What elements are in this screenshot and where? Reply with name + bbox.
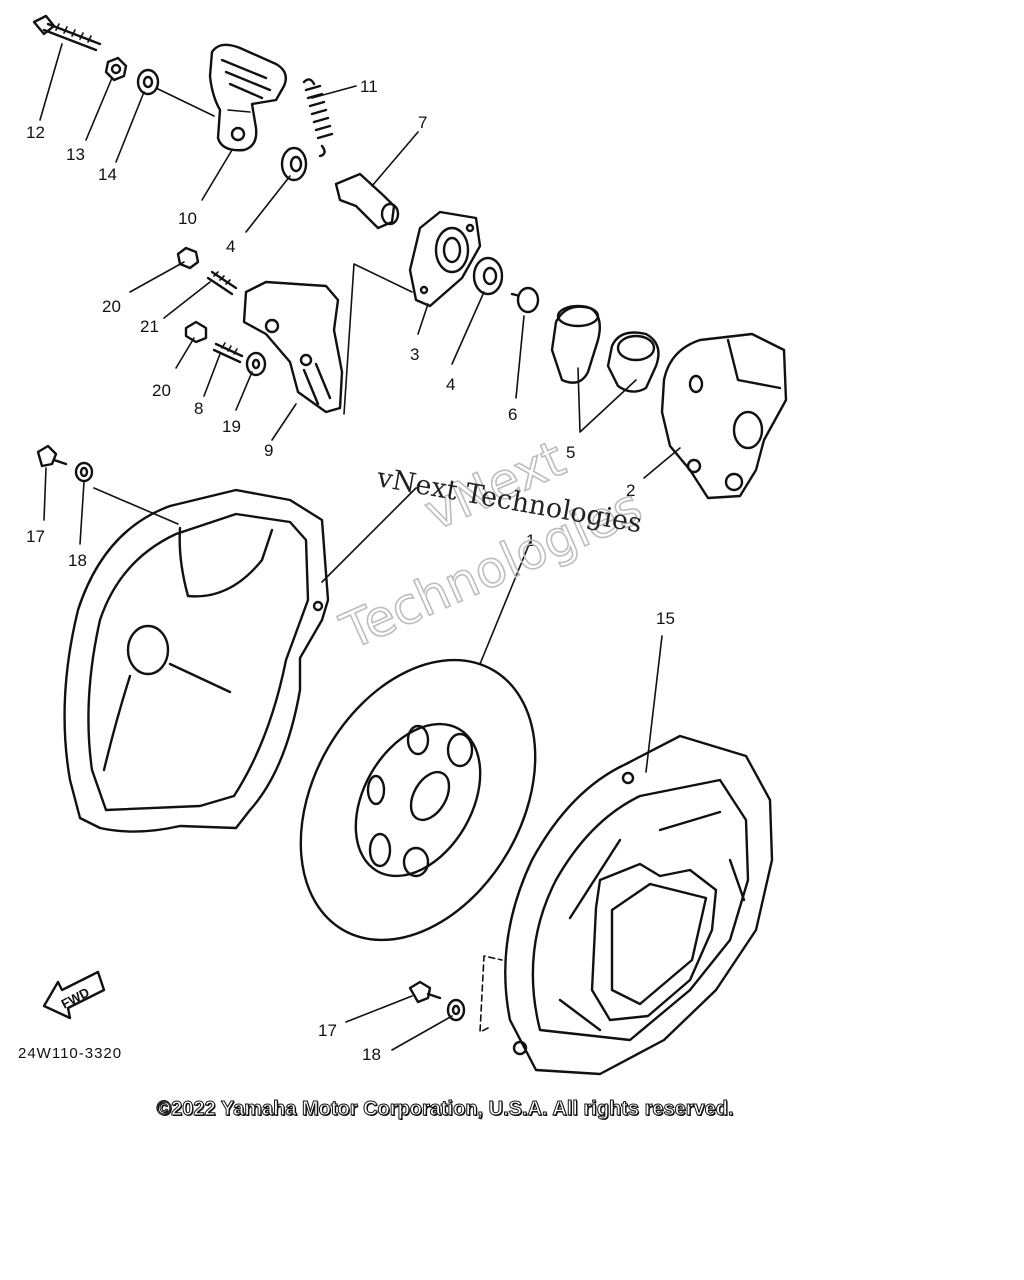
screw-part-8 <box>212 342 244 364</box>
carrier-plate-part-3 <box>408 210 482 308</box>
pin-part-6 <box>510 286 540 314</box>
washer-part-19 <box>245 351 267 377</box>
callout-20-lower: 20 <box>152 381 171 400</box>
callout-11: 11 <box>360 77 378 96</box>
callout-1: 1 <box>526 531 535 550</box>
piston-part-5 <box>550 304 660 393</box>
washer-part-14 <box>136 68 160 96</box>
callout-4-upper: 4 <box>226 237 235 256</box>
callout-3: 3 <box>410 345 419 364</box>
callout-6: 6 <box>508 405 517 424</box>
camshaft-part-7 <box>334 172 400 230</box>
washer-part-18-upper <box>74 461 94 483</box>
brake-cover-plate <box>63 488 330 833</box>
bracket-part-9 <box>242 280 344 414</box>
nut-part-20-upper <box>176 246 200 270</box>
part-code: 24W110-3320 <box>18 1045 122 1062</box>
callout-17-lower: 17 <box>318 1021 337 1040</box>
callout-21: 21 <box>140 317 159 336</box>
callout-15: 15 <box>656 609 675 628</box>
callout-7: 7 <box>418 113 427 132</box>
spring-part-11 <box>302 78 334 158</box>
callout-12: 12 <box>26 123 45 142</box>
callout-labels: 1 2 3 4 4 5 6 7 8 9 10 11 12 13 14 15 17… <box>26 77 675 1064</box>
callout-17-upper: 17 <box>26 527 45 546</box>
callout-2: 2 <box>626 481 635 500</box>
callout-18-upper: 18 <box>68 551 87 570</box>
callout-5: 5 <box>566 443 575 462</box>
screw-part-21 <box>206 270 238 296</box>
callout-13: 13 <box>66 145 85 164</box>
seal-part-4-upper <box>280 146 308 182</box>
callout-9: 9 <box>264 441 273 460</box>
callout-4-lower: 4 <box>446 375 455 394</box>
callout-14: 14 <box>98 165 117 184</box>
bolt-part-12 <box>32 14 102 52</box>
callout-8: 8 <box>194 399 203 418</box>
callout-10: 10 <box>178 209 197 228</box>
nut-part-13 <box>104 56 128 82</box>
watermark: vNext Technologies vNext Technologies <box>331 429 651 662</box>
seal-part-4-lower <box>472 256 504 296</box>
brake-disc-part-1 <box>299 658 537 942</box>
nut-part-20-lower <box>184 320 208 344</box>
callout-18-lower: 18 <box>362 1045 381 1064</box>
leader-lines <box>39 43 681 1051</box>
callout-20-upper: 20 <box>102 297 121 316</box>
callout-19: 19 <box>222 417 241 436</box>
brake-lever-part-10 <box>208 43 287 152</box>
washer-part-18-lower <box>446 998 466 1022</box>
brake-housing-part-15 <box>504 734 774 1076</box>
bolt-part-17-upper <box>36 444 68 468</box>
bolt-part-17-lower <box>408 980 442 1004</box>
caliper-part-2 <box>660 332 788 500</box>
fwd-arrow-icon <box>42 970 106 1020</box>
copyright-notice: ©2022 Yamaha Motor Corporation, U.S.A. A… <box>156 1098 734 1121</box>
